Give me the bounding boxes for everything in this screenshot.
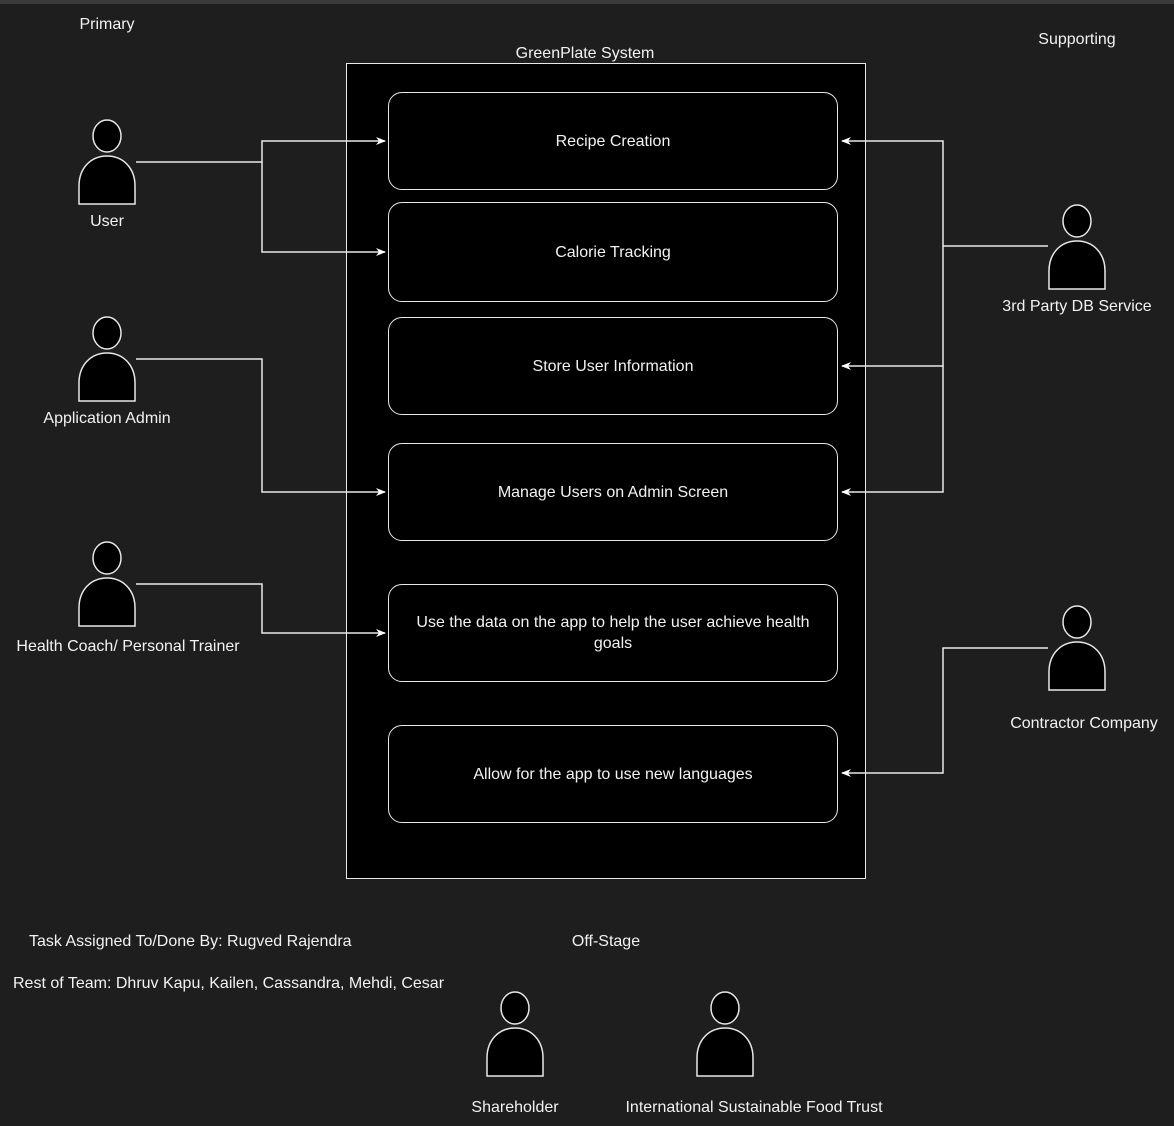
connector-db-store xyxy=(841,246,944,370)
actor-user-icon xyxy=(78,119,136,205)
actor-contractor-icon xyxy=(1048,605,1106,691)
actor-shareholder-icon xyxy=(486,991,544,1077)
usecase-manage-users: Manage Users on Admin Screen xyxy=(388,443,838,541)
actor-coach-icon xyxy=(78,541,136,627)
system-title: GreenPlate System xyxy=(515,45,655,62)
connector-user-calorie xyxy=(261,162,386,256)
actor-shareholder-label: Shareholder xyxy=(471,1099,559,1116)
note-rest-of-team: Rest of Team: Dhruv Kapu, Kailen, Cassan… xyxy=(13,975,445,992)
actor-db-label: 3rd Party DB Service xyxy=(1002,298,1152,315)
section-supporting: Supporting xyxy=(1038,31,1116,48)
connector-coach-health xyxy=(136,583,386,637)
actor-coach-label: Health Coach/ Personal Trainer xyxy=(16,638,240,655)
connector-db-manage xyxy=(841,366,944,496)
usecase-health-goals: Use the data on the app to help the user… xyxy=(388,584,838,682)
actor-contractor-label: Contractor Company xyxy=(1010,715,1158,732)
actor-db-icon xyxy=(1048,204,1106,290)
actor-user-label: User xyxy=(90,213,124,230)
actor-admin-icon xyxy=(78,316,136,402)
connector-contractor-languages xyxy=(841,647,1048,777)
actor-admin-label: Application Admin xyxy=(43,410,171,427)
section-offstage: Off-Stage xyxy=(571,933,641,950)
note-task-assigned: Task Assigned To/Done By: Rugved Rajendr… xyxy=(29,933,352,950)
connector-db-recipe xyxy=(841,137,944,246)
connector-admin-manage xyxy=(136,358,386,496)
window-top-bar xyxy=(0,0,1174,4)
actor-trust-label: International Sustainable Food Trust xyxy=(625,1099,883,1116)
usecase-recipe-creation: Recipe Creation xyxy=(388,92,838,190)
section-primary: Primary xyxy=(79,16,135,33)
usecase-new-languages: Allow for the app to use new languages xyxy=(388,725,838,823)
usecase-store-user-information: Store User Information xyxy=(388,317,838,415)
actor-trust-icon xyxy=(696,991,754,1077)
connector-user-recipe xyxy=(136,137,386,163)
usecase-calorie-tracking: Calorie Tracking xyxy=(388,202,838,302)
